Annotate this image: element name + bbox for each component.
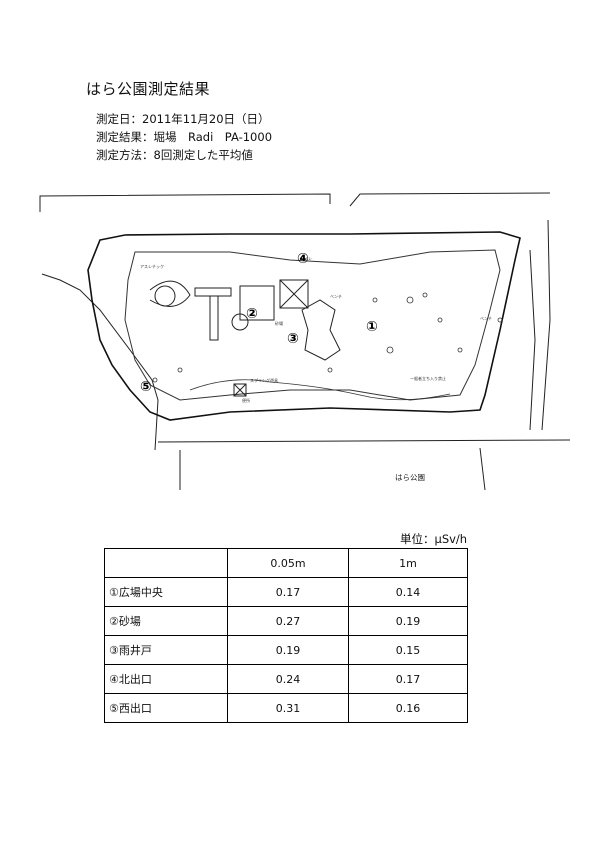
svg-text:ベンチ: ベンチ xyxy=(480,316,492,321)
street-south xyxy=(157,439,570,443)
row-location: ⑤西出口 xyxy=(104,693,228,723)
svg-text:ー般者立ち入り禁止: ー般者立ち入り禁止 xyxy=(410,375,446,381)
table-row: ⑤西出口 0.31 0.16 xyxy=(104,693,468,723)
row-location: ③雨井戸 xyxy=(104,635,228,665)
row-value-1m: 0.14 xyxy=(348,577,468,607)
play-structure xyxy=(279,279,309,309)
row-value-1m: 0.16 xyxy=(348,693,468,723)
table-header-row: 0.05m 1m xyxy=(104,548,468,578)
play-ladder-vertical xyxy=(209,295,219,341)
street-north-left xyxy=(39,193,331,212)
table-row: ②砂場 0.27 0.19 xyxy=(104,606,468,636)
row-location: ④北出口 xyxy=(104,664,228,694)
row-location: ②砂場 xyxy=(104,606,228,636)
row-value-1m: 0.15 xyxy=(348,635,468,665)
play-fountain xyxy=(149,280,191,307)
svg-text:便所: 便所 xyxy=(242,397,250,403)
svg-text:アスレチック: アスレチック xyxy=(140,263,164,269)
toilet-cross xyxy=(233,383,247,397)
park-walk-path xyxy=(189,379,451,401)
header-location xyxy=(104,548,228,578)
svg-text:砂場: 砂場 xyxy=(275,320,283,326)
park-name-label: はら公園 xyxy=(395,473,425,482)
table-row: ③雨井戸 0.19 0.15 xyxy=(104,635,468,665)
sandbox xyxy=(239,285,275,321)
play-ladder xyxy=(194,287,232,297)
toilet xyxy=(233,383,247,397)
table-row: ①広場中央 0.17 0.14 xyxy=(104,577,468,607)
point-marker-4: ④ xyxy=(297,251,309,267)
row-value-1m: 0.17 xyxy=(348,664,468,694)
table-row: ④北出口 0.24 0.17 xyxy=(104,664,468,694)
rock-path xyxy=(301,299,341,361)
unit-label: 単位：μSv/h xyxy=(400,532,468,546)
header-1m: 1m xyxy=(348,548,468,578)
row-value-005m: 0.17 xyxy=(227,577,349,607)
street-north-right xyxy=(349,192,551,207)
page-title: はら公園測定結果 xyxy=(86,80,211,98)
row-value-1m: 0.19 xyxy=(348,606,468,636)
point-marker-3: ③ xyxy=(287,331,299,347)
point-marker-5: ⑤ xyxy=(140,379,152,395)
park-inner-path xyxy=(124,249,501,401)
fountain-pool xyxy=(154,285,176,307)
svg-text:ベンチ: ベンチ xyxy=(330,294,342,299)
svg-text:トイレ: トイレ xyxy=(300,256,312,261)
measurement-date: 測定日：2011年11月20日（日） xyxy=(96,112,270,126)
street-east-outer xyxy=(541,219,551,431)
point-marker-2: ② xyxy=(246,306,258,322)
results-table: 0.05m 1m ①広場中央 0.17 0.14 ②砂場 0.27 0.19 ③… xyxy=(104,548,468,723)
row-location: ①広場中央 xyxy=(104,577,228,607)
row-value-005m: 0.24 xyxy=(227,664,349,694)
row-value-005m: 0.31 xyxy=(227,693,349,723)
play-structure-cross xyxy=(279,279,309,309)
svg-text:スプリング遊具: スプリング遊具 xyxy=(250,377,278,383)
street-west xyxy=(41,273,159,451)
park-boundary xyxy=(87,231,521,421)
row-value-005m: 0.19 xyxy=(227,635,349,665)
header-005m: 0.05m xyxy=(227,548,349,578)
row-value-005m: 0.27 xyxy=(227,606,349,636)
point-marker-1: ① xyxy=(366,319,378,335)
park-map: トイレ ベンチ アスレチック 砂場 スプリング遊具 ー般者立ち入り禁止 ベンチ … xyxy=(39,192,570,491)
street-east xyxy=(529,249,536,431)
street-south-lines xyxy=(179,447,486,491)
measurement-method: 測定方法：8回測定した平均値 xyxy=(96,148,253,162)
measurement-device: 測定結果：堀場 Radi PA-1000 xyxy=(96,130,273,144)
playground-ring xyxy=(231,313,249,331)
